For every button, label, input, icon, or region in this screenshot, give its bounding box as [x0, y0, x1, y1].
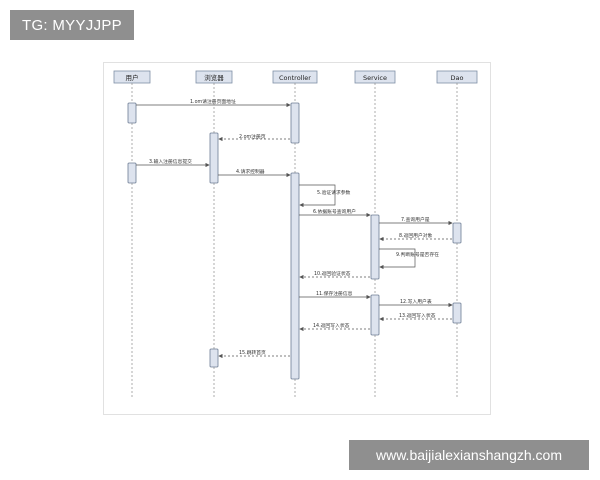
message-label-9: 9.判断账号是否存在 [396, 251, 439, 258]
activation-service-1 [370, 214, 380, 280]
message-label-2: 2.om注册页 [239, 133, 266, 140]
message-label-6: 6.依据账号查询用户 [313, 208, 356, 215]
message-label-13: 13.返回写入状态 [399, 312, 436, 319]
message-label-12: 12.写入用户表 [400, 298, 432, 305]
message-label-5: 5.验证请求参数 [317, 189, 351, 196]
participant-dao: Dao [436, 70, 478, 84]
activation-browser-1 [209, 132, 219, 184]
message-label-14: 14.返回写入状态 [313, 322, 350, 329]
watermark-bottom: www.baijialexianshangzh.com [349, 440, 589, 470]
activation-user-2 [127, 162, 137, 184]
participant-service: Service [354, 70, 396, 84]
activation-dao-1 [452, 222, 462, 244]
message-label-8: 8.返回用户对象 [399, 232, 433, 239]
message-labels: 1.om请注册页面地址 2.om注册页 3.输入注册信息提交 4.请求控制器 5… [149, 98, 439, 356]
activation-controller-2 [290, 172, 300, 380]
watermark-top: TG: MYYJJPP [10, 10, 134, 40]
activation-browser-2 [209, 348, 219, 368]
message-arrow-5 [299, 184, 336, 208]
sequence-diagram: 用户 浏览器 Controller Service Dao [113, 70, 478, 399]
activation-controller-1 [290, 102, 300, 144]
message-label-1: 1.om请注册页面地址 [190, 98, 236, 105]
message-label-11: 11.保存注册信息 [316, 290, 353, 297]
activation-dao-2 [452, 302, 462, 324]
participant-user: 用户 [113, 70, 151, 84]
participant-browser: 浏览器 [195, 70, 233, 84]
participant-label: Service [363, 74, 387, 82]
message-label-7: 7.查询用户是 [401, 216, 430, 223]
message-arrow-9 [379, 248, 416, 270]
message-arrows [136, 102, 453, 359]
participant-controller: Controller [272, 70, 318, 84]
activation-user-1 [127, 102, 137, 124]
message-label-3: 3.输入注册信息提交 [149, 158, 192, 165]
sequence-diagram-frame: 用户 浏览器 Controller Service Dao [103, 62, 491, 415]
message-label-10: 10.返回验证状态 [314, 270, 351, 277]
message-label-15: 15.跳转首页 [239, 349, 266, 356]
activation-boxes [127, 102, 462, 380]
participant-label: Dao [451, 74, 464, 82]
activation-service-2 [370, 294, 380, 336]
participant-label: 用户 [126, 73, 139, 82]
message-label-4: 4.请求控制器 [236, 168, 265, 175]
participant-label: 浏览器 [204, 73, 224, 82]
participant-label: Controller [279, 74, 311, 82]
